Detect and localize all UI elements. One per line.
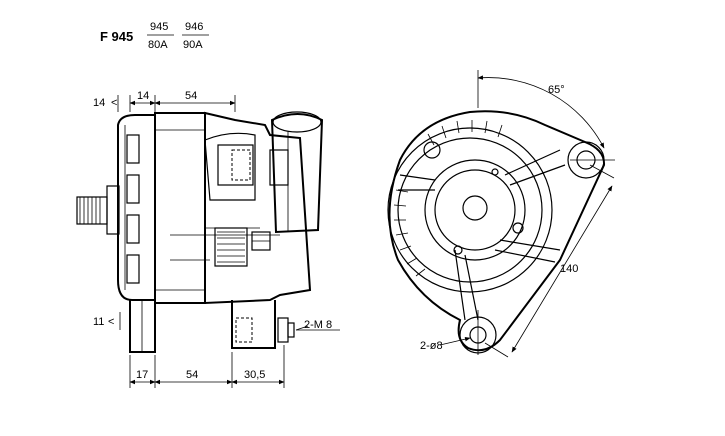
distance-label: 140 [560, 263, 578, 275]
svg-text:<: < [111, 97, 117, 109]
hole-label: 2-ø8 [420, 340, 443, 352]
dim-top-gap: 14 [137, 90, 149, 102]
header: F 945 945 80A 946 90A [100, 21, 209, 51]
top-dimensions: 14 < 14 54 [93, 90, 236, 117]
variant-1-current: 80A [148, 39, 168, 51]
variant-2-type: 946 [185, 21, 203, 33]
front-view: 65° [387, 70, 615, 358]
model-label: F 945 [100, 29, 133, 44]
dim-bottom-c: 30,5 [244, 369, 265, 381]
dim-top-left: 14 [93, 97, 105, 109]
front-housing-outline [388, 110, 606, 352]
dim-bottom-left-mark: 11 [93, 316, 104, 328]
cooling-slots [393, 120, 503, 277]
side-view: 14 < 14 54 [76, 90, 340, 388]
dim-bottom-b: 54 [186, 369, 198, 381]
variant-2-current: 90A [183, 39, 203, 51]
dim-top-span: 54 [185, 90, 197, 102]
angle-label: 65° [548, 84, 565, 96]
svg-text:<: < [108, 316, 114, 328]
variant-1-type: 945 [150, 21, 168, 33]
dim-bottom-a: 17 [136, 369, 148, 381]
terminal-label: 2-M 8 [304, 319, 332, 331]
bottom-dimensions: 17 54 30,5 [129, 345, 285, 388]
alternator-body-side [76, 111, 324, 353]
